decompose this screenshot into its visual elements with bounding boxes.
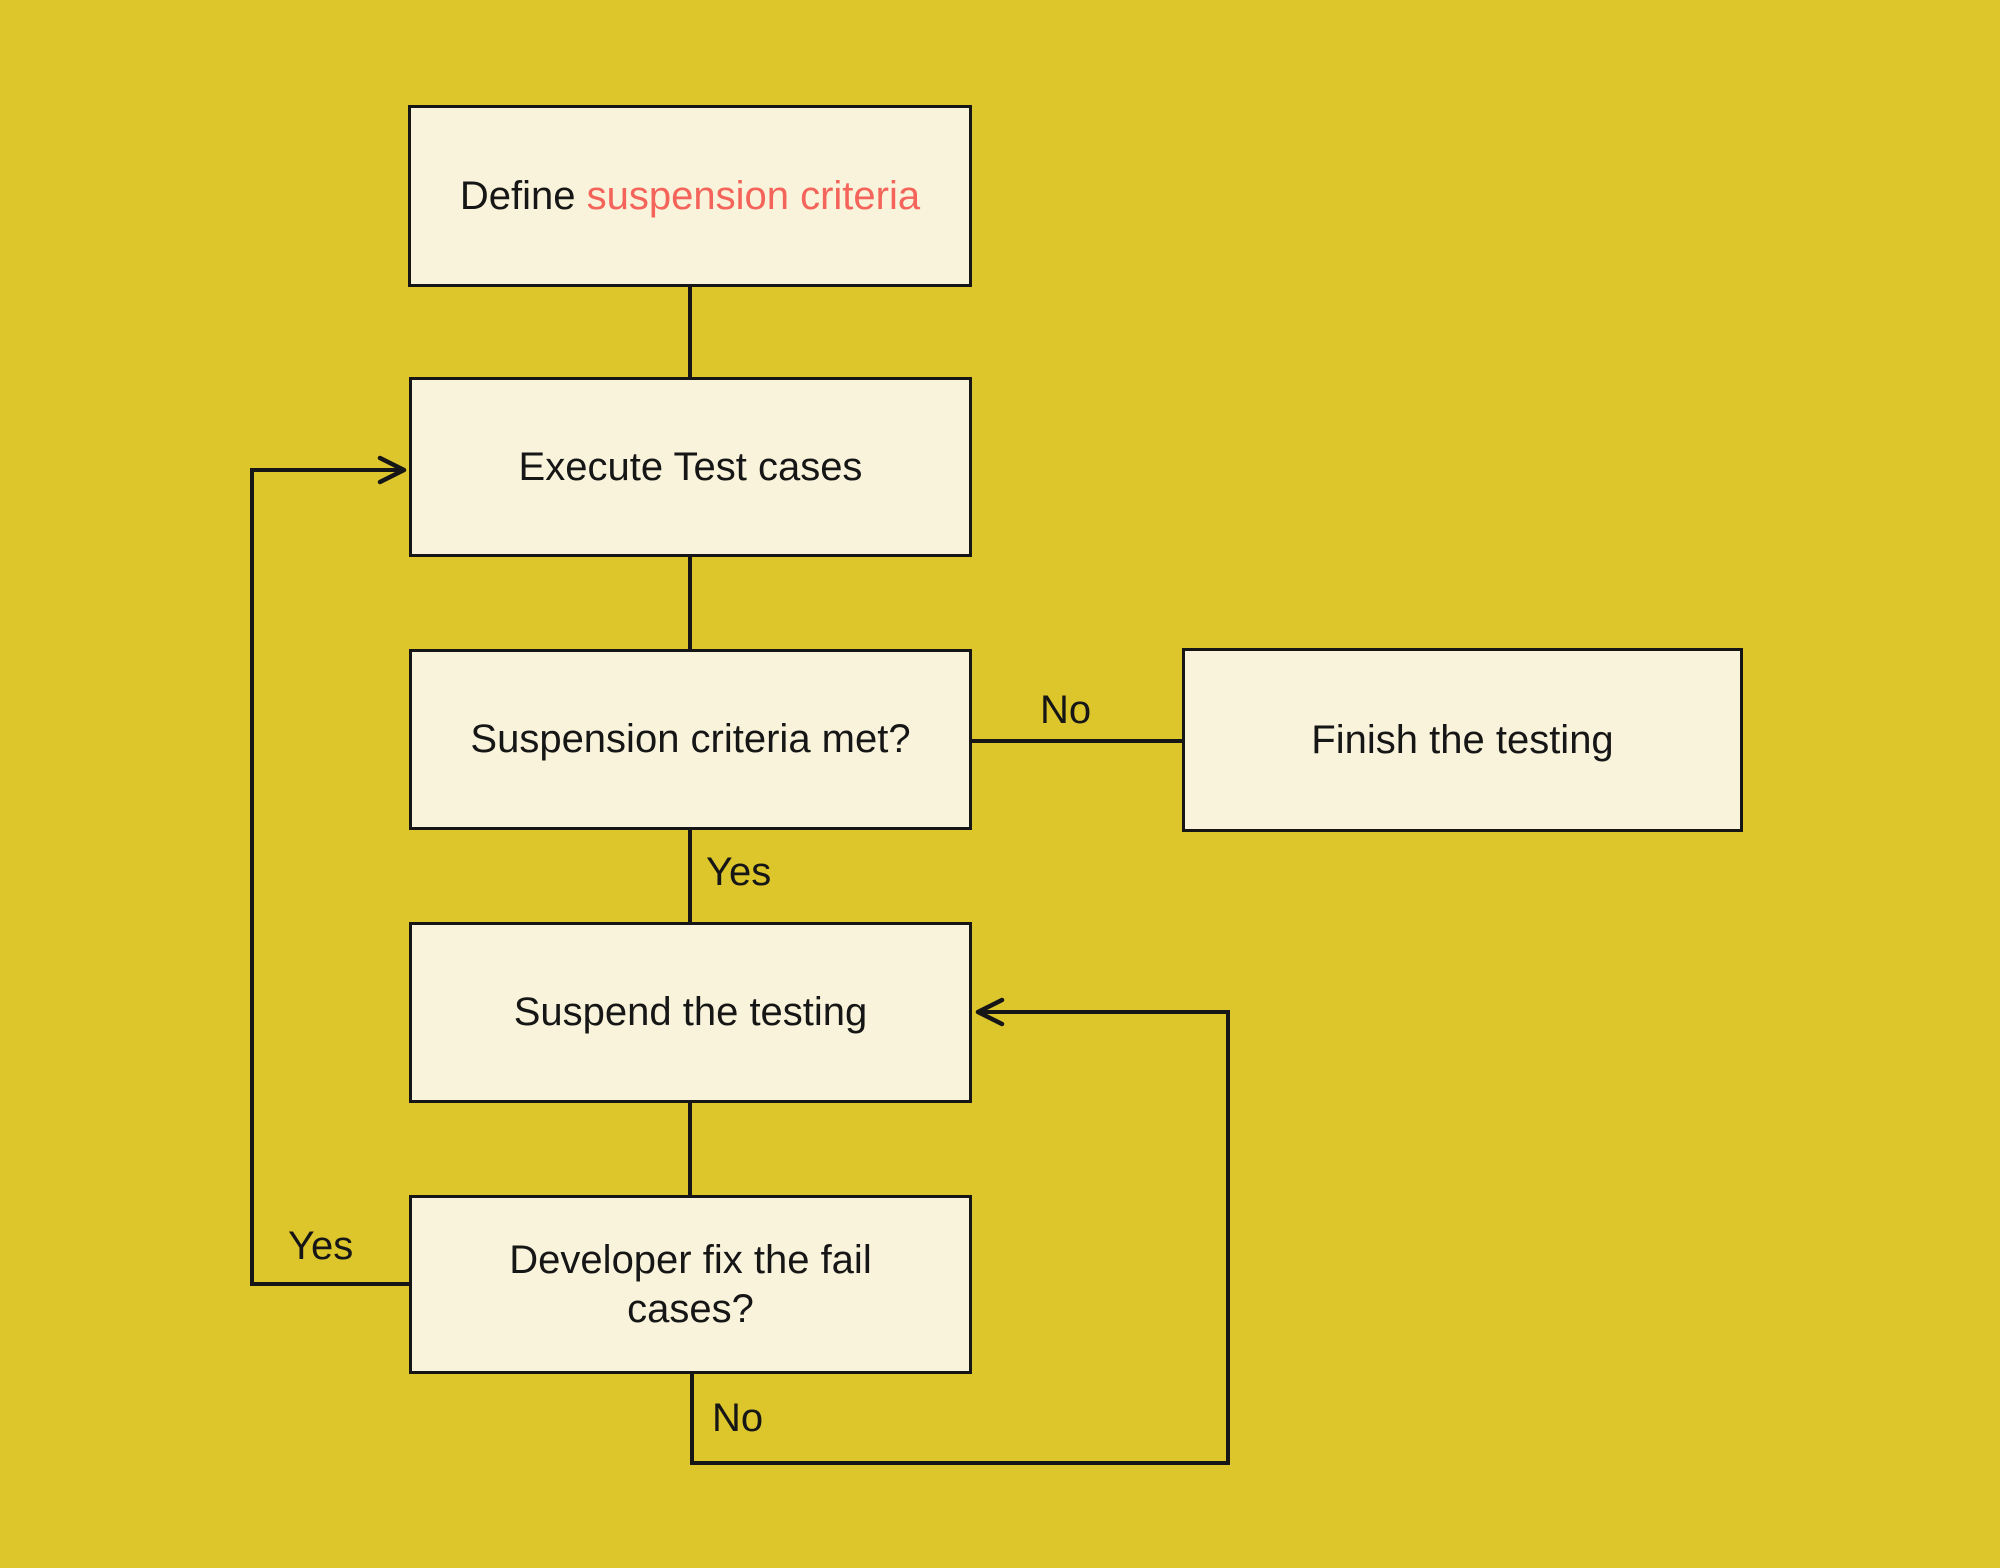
node-label: Suspend the testing (513, 990, 868, 1035)
edge-label-no-to-finish: No (1040, 688, 1092, 732)
node-define-suspension-criteria: Define suspension criteria (408, 105, 972, 287)
edge-label-yes-loop-to-execute: Yes (288, 1224, 354, 1268)
node-developer-fix-fail-cases: Developer fix the fail cases? (409, 1195, 972, 1374)
node-label: Finish the testing (1311, 717, 1614, 762)
node-label: Execute Test cases (518, 444, 863, 489)
edge-label-no-loop-to-suspend: No (712, 1396, 764, 1440)
edge-developer-loop-to-execute (250, 455, 409, 1286)
node-suspend-the-testing: Suspend the testing (409, 922, 972, 1103)
node-label: Developer fix the fail cases? (509, 1237, 872, 1331)
edge-label-yes-to-suspend: Yes (706, 850, 772, 894)
node-label-highlight: suspension criteria (586, 173, 921, 218)
node-suspension-criteria-met: Suspension criteria met? (409, 649, 972, 830)
node-label: Define suspension criteria (460, 172, 920, 221)
node-execute-test-cases: Execute Test cases (409, 377, 972, 557)
node-finish-the-testing: Finish the testing (1182, 648, 1743, 832)
node-label-prefix: Define (459, 173, 587, 218)
node-label: Suspension criteria met? (470, 717, 911, 762)
edge-developer-loop-to-suspend (690, 997, 1230, 1465)
